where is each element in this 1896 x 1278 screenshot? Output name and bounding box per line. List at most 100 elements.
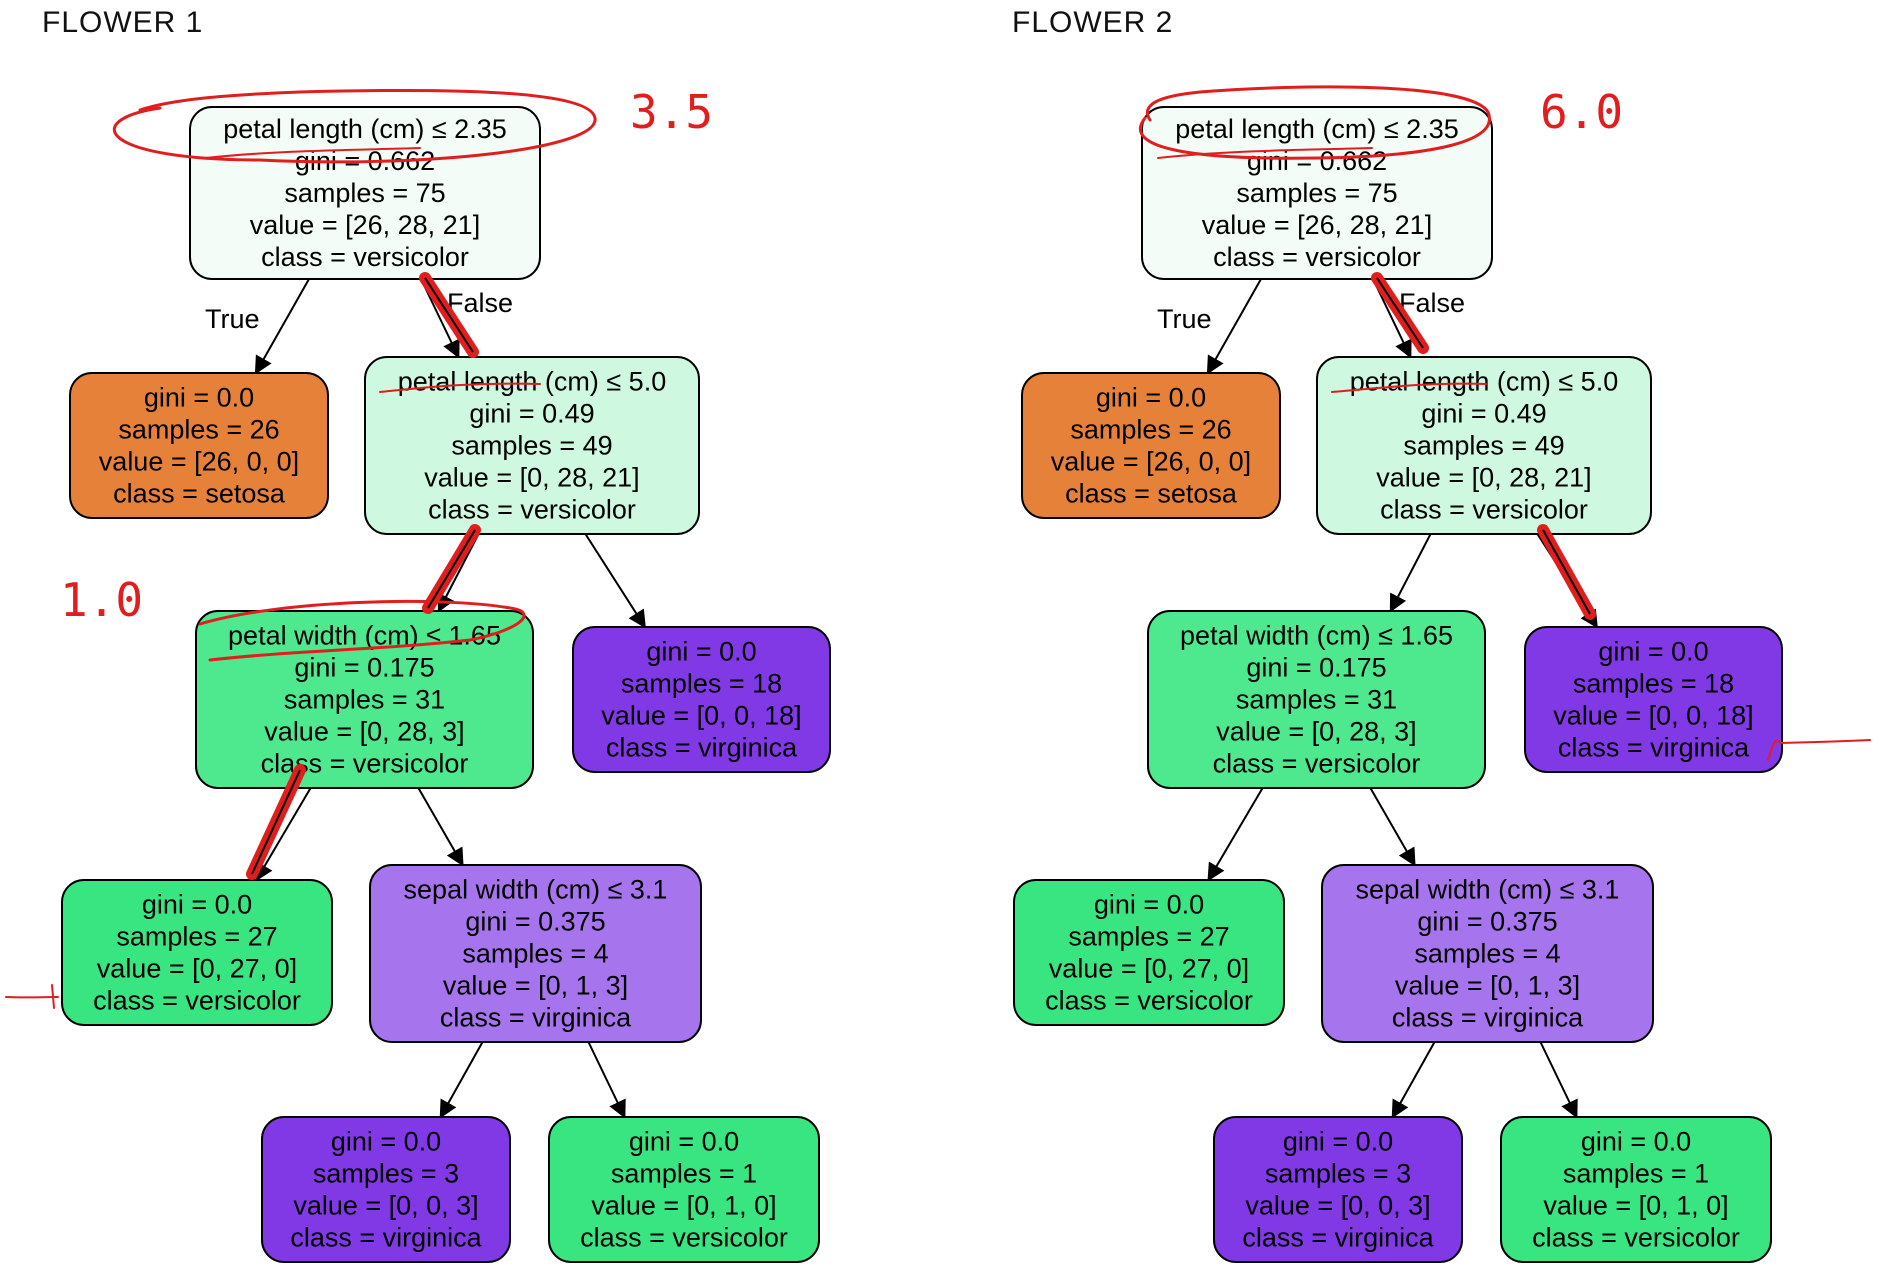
edge-n6-n7 (439, 1041, 484, 1119)
edge-n2-n3 (1389, 533, 1432, 613)
node-line: samples = 4 (462, 939, 608, 969)
path-arrow-3 (246, 764, 306, 880)
node-line: gini = 0.0 (1094, 890, 1204, 920)
node-line: petal width (cm) ≤ 1.65 (1180, 621, 1453, 651)
node-line: gini = 0.49 (1421, 399, 1546, 429)
path-arrow-1 (419, 272, 479, 358)
node-line: class = versicolor (93, 986, 301, 1016)
node-line: class = virginica (1558, 733, 1750, 763)
edge-n0-n1 (254, 278, 310, 375)
node-line: petal length (cm) ≤ 5.0 (1350, 367, 1618, 397)
underline-root-2 (1157, 147, 1373, 159)
node-line: samples = 3 (1265, 1159, 1411, 1189)
node-line: samples = 31 (284, 685, 445, 715)
node-box (364, 356, 700, 535)
edge-label-false: False (1399, 288, 1465, 318)
node-line: class = setosa (113, 479, 286, 509)
annotation-3-5: 3.5 (630, 85, 713, 139)
node-line: samples = 3 (313, 1159, 459, 1189)
node-line: value = [0, 27, 0] (1049, 954, 1249, 984)
node-line: samples = 26 (118, 415, 279, 445)
underline-node2 (379, 382, 541, 393)
tree-edges (254, 278, 646, 1119)
node-line: class = virginica (290, 1223, 482, 1253)
node-line: gini = 0.0 (331, 1127, 441, 1157)
node-box (1321, 864, 1654, 1043)
node-line: samples = 1 (1563, 1159, 1709, 1189)
node-line: class = setosa (1065, 479, 1238, 509)
node-box (1213, 1116, 1463, 1263)
node-line: sepal width (cm) ≤ 3.1 (404, 875, 668, 905)
node-line: gini = 0.49 (469, 399, 594, 429)
node-line: value = [0, 0, 3] (1245, 1191, 1430, 1221)
node-line: petal length (cm) ≤ 5.0 (398, 367, 666, 397)
node-box (261, 1116, 511, 1263)
flower-2-annotations: 6.0 (1138, 85, 1871, 761)
node-box (572, 626, 831, 773)
node-line: samples = 26 (1070, 415, 1231, 445)
annotation-6-0: 6.0 (1540, 85, 1623, 139)
node-line: value = [0, 28, 3] (1216, 717, 1416, 747)
node-box (1524, 626, 1783, 773)
node-line: class = virginica (606, 733, 798, 763)
node-line: class = virginica (1242, 1223, 1434, 1253)
node-line: class = virginica (440, 1003, 632, 1033)
node-line: gini = 0.0 (144, 383, 254, 413)
circle-root-condition (112, 88, 597, 164)
node-line: petal width (cm) ≤ 1.65 (228, 621, 501, 651)
node-line: value = [0, 0, 18] (1553, 701, 1753, 731)
node-line: samples = 75 (284, 178, 445, 208)
node-line: value = [0, 28, 3] (264, 717, 464, 747)
node-line: class = versicolor (1532, 1223, 1740, 1253)
edge-label-true: True (205, 304, 260, 334)
leaf-tick-2 (1767, 739, 1871, 761)
node-line: class = virginica (1392, 1003, 1584, 1033)
edge-n3-n6 (417, 787, 464, 867)
node-box (1316, 356, 1652, 535)
node-box (1500, 1116, 1772, 1263)
node-box (189, 106, 541, 280)
path-arrow-4 (1371, 272, 1429, 354)
node-line: class = versicolor (1213, 242, 1421, 272)
path-arrow-2 (422, 524, 481, 614)
node-line: samples = 4 (1414, 939, 1560, 969)
node-box (1013, 879, 1285, 1026)
node-line: value = [0, 27, 0] (97, 954, 297, 984)
node-line: samples = 18 (621, 669, 782, 699)
node-line: value = [26, 28, 21] (1202, 210, 1432, 240)
flower-1-annotations: 3.5 1.0 (5, 85, 713, 1009)
edge-n3-n5 (255, 787, 312, 882)
edge-n2-n3 (437, 533, 480, 613)
annotation-1-0: 1.0 (60, 573, 143, 627)
node-line: gini = 0.0 (142, 890, 252, 920)
node-line: petal length (cm) ≤ 2.35 (1175, 114, 1458, 144)
node-line: gini = 0.0 (1581, 1127, 1691, 1157)
edge-n0-n1 (1206, 278, 1262, 375)
node-line: samples = 49 (451, 431, 612, 461)
node-line: gini = 0.0 (1598, 637, 1708, 667)
node-line: class = versicolor (1045, 986, 1253, 1016)
node-line: class = versicolor (1213, 749, 1421, 779)
path-arrow-5 (1537, 524, 1596, 620)
circle-node3-condition (198, 599, 526, 662)
node-line: gini = 0.375 (1417, 907, 1557, 937)
node-box (69, 372, 329, 519)
node-line: value = [26, 28, 21] (250, 210, 480, 240)
node-box (1021, 372, 1281, 519)
node-box (1147, 610, 1486, 789)
node-line: gini = 0.0 (1096, 383, 1206, 413)
